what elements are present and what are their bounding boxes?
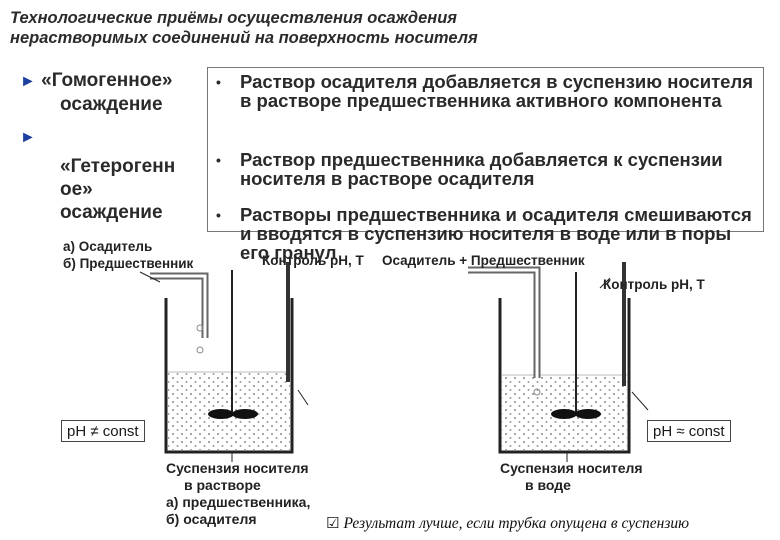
right-probe	[622, 262, 626, 386]
checkbox-icon: ☑	[326, 514, 340, 532]
left-drop	[196, 324, 204, 332]
right-label-mixture: Осадитель + Предшественник	[382, 253, 585, 268]
heterogeneous-marker: ►	[20, 126, 36, 149]
title-line-2: нерастворимых соединений на поверхность …	[10, 29, 478, 47]
homogeneous-bullet: ► «Гомогенное»	[20, 70, 172, 93]
left-label-precursor: б) Предшественник	[63, 256, 194, 271]
left-beaker	[164, 298, 294, 454]
result-note: ☑Результат лучше, если трубка опущена в …	[326, 514, 689, 533]
heterogeneous-label-1: «Гетерогенн	[60, 156, 176, 177]
triangle-icon: ►	[20, 129, 36, 146]
left-label-precipitant: а) Осадитель	[63, 239, 153, 254]
right-beaker	[498, 298, 631, 454]
heterogeneous-label-3: осаждение	[60, 202, 163, 223]
right-control-label: Контроль pH, T	[603, 277, 705, 292]
left-control-label: Контроль pH, T	[262, 253, 364, 268]
right-stirrer-blade	[551, 409, 577, 419]
right-drop	[533, 388, 541, 396]
method-item-1: • Раствор осадителя добавляется в суспен…	[216, 71, 753, 111]
method-item-3: • Растворы предшественника и осадителя с…	[216, 204, 752, 263]
left-apparatus	[139, 262, 309, 462]
left-stirrer-blade	[208, 409, 234, 419]
left-caption: Суспензия носителя в растворе а) предшес…	[166, 460, 311, 527]
right-ph-badge: pH ≈ const	[647, 420, 731, 442]
triangle-icon: ►	[20, 73, 36, 90]
heterogeneous-label-2: ое»	[60, 179, 93, 200]
right-caption: Суспензия носителя в воде	[500, 460, 643, 493]
result-text: Результат лучше, если трубка опущена в с…	[343, 515, 690, 532]
right-feed-tube	[468, 266, 541, 378]
page-title: Технологические приёмы осуществления оса…	[10, 8, 630, 48]
homogeneous-label-2: осаждение	[60, 94, 163, 115]
title-line-1: Технологические приёмы осуществления оса…	[10, 9, 458, 27]
left-probe	[286, 262, 290, 382]
method-item-2: • Раствор предшественника добавляется к …	[216, 149, 723, 189]
methods-box	[207, 67, 764, 232]
left-ph-badge: pH ≠ const	[61, 420, 145, 442]
right-apparatus	[468, 262, 649, 462]
homogeneous-label-1: «Гомогенное»	[41, 70, 173, 91]
